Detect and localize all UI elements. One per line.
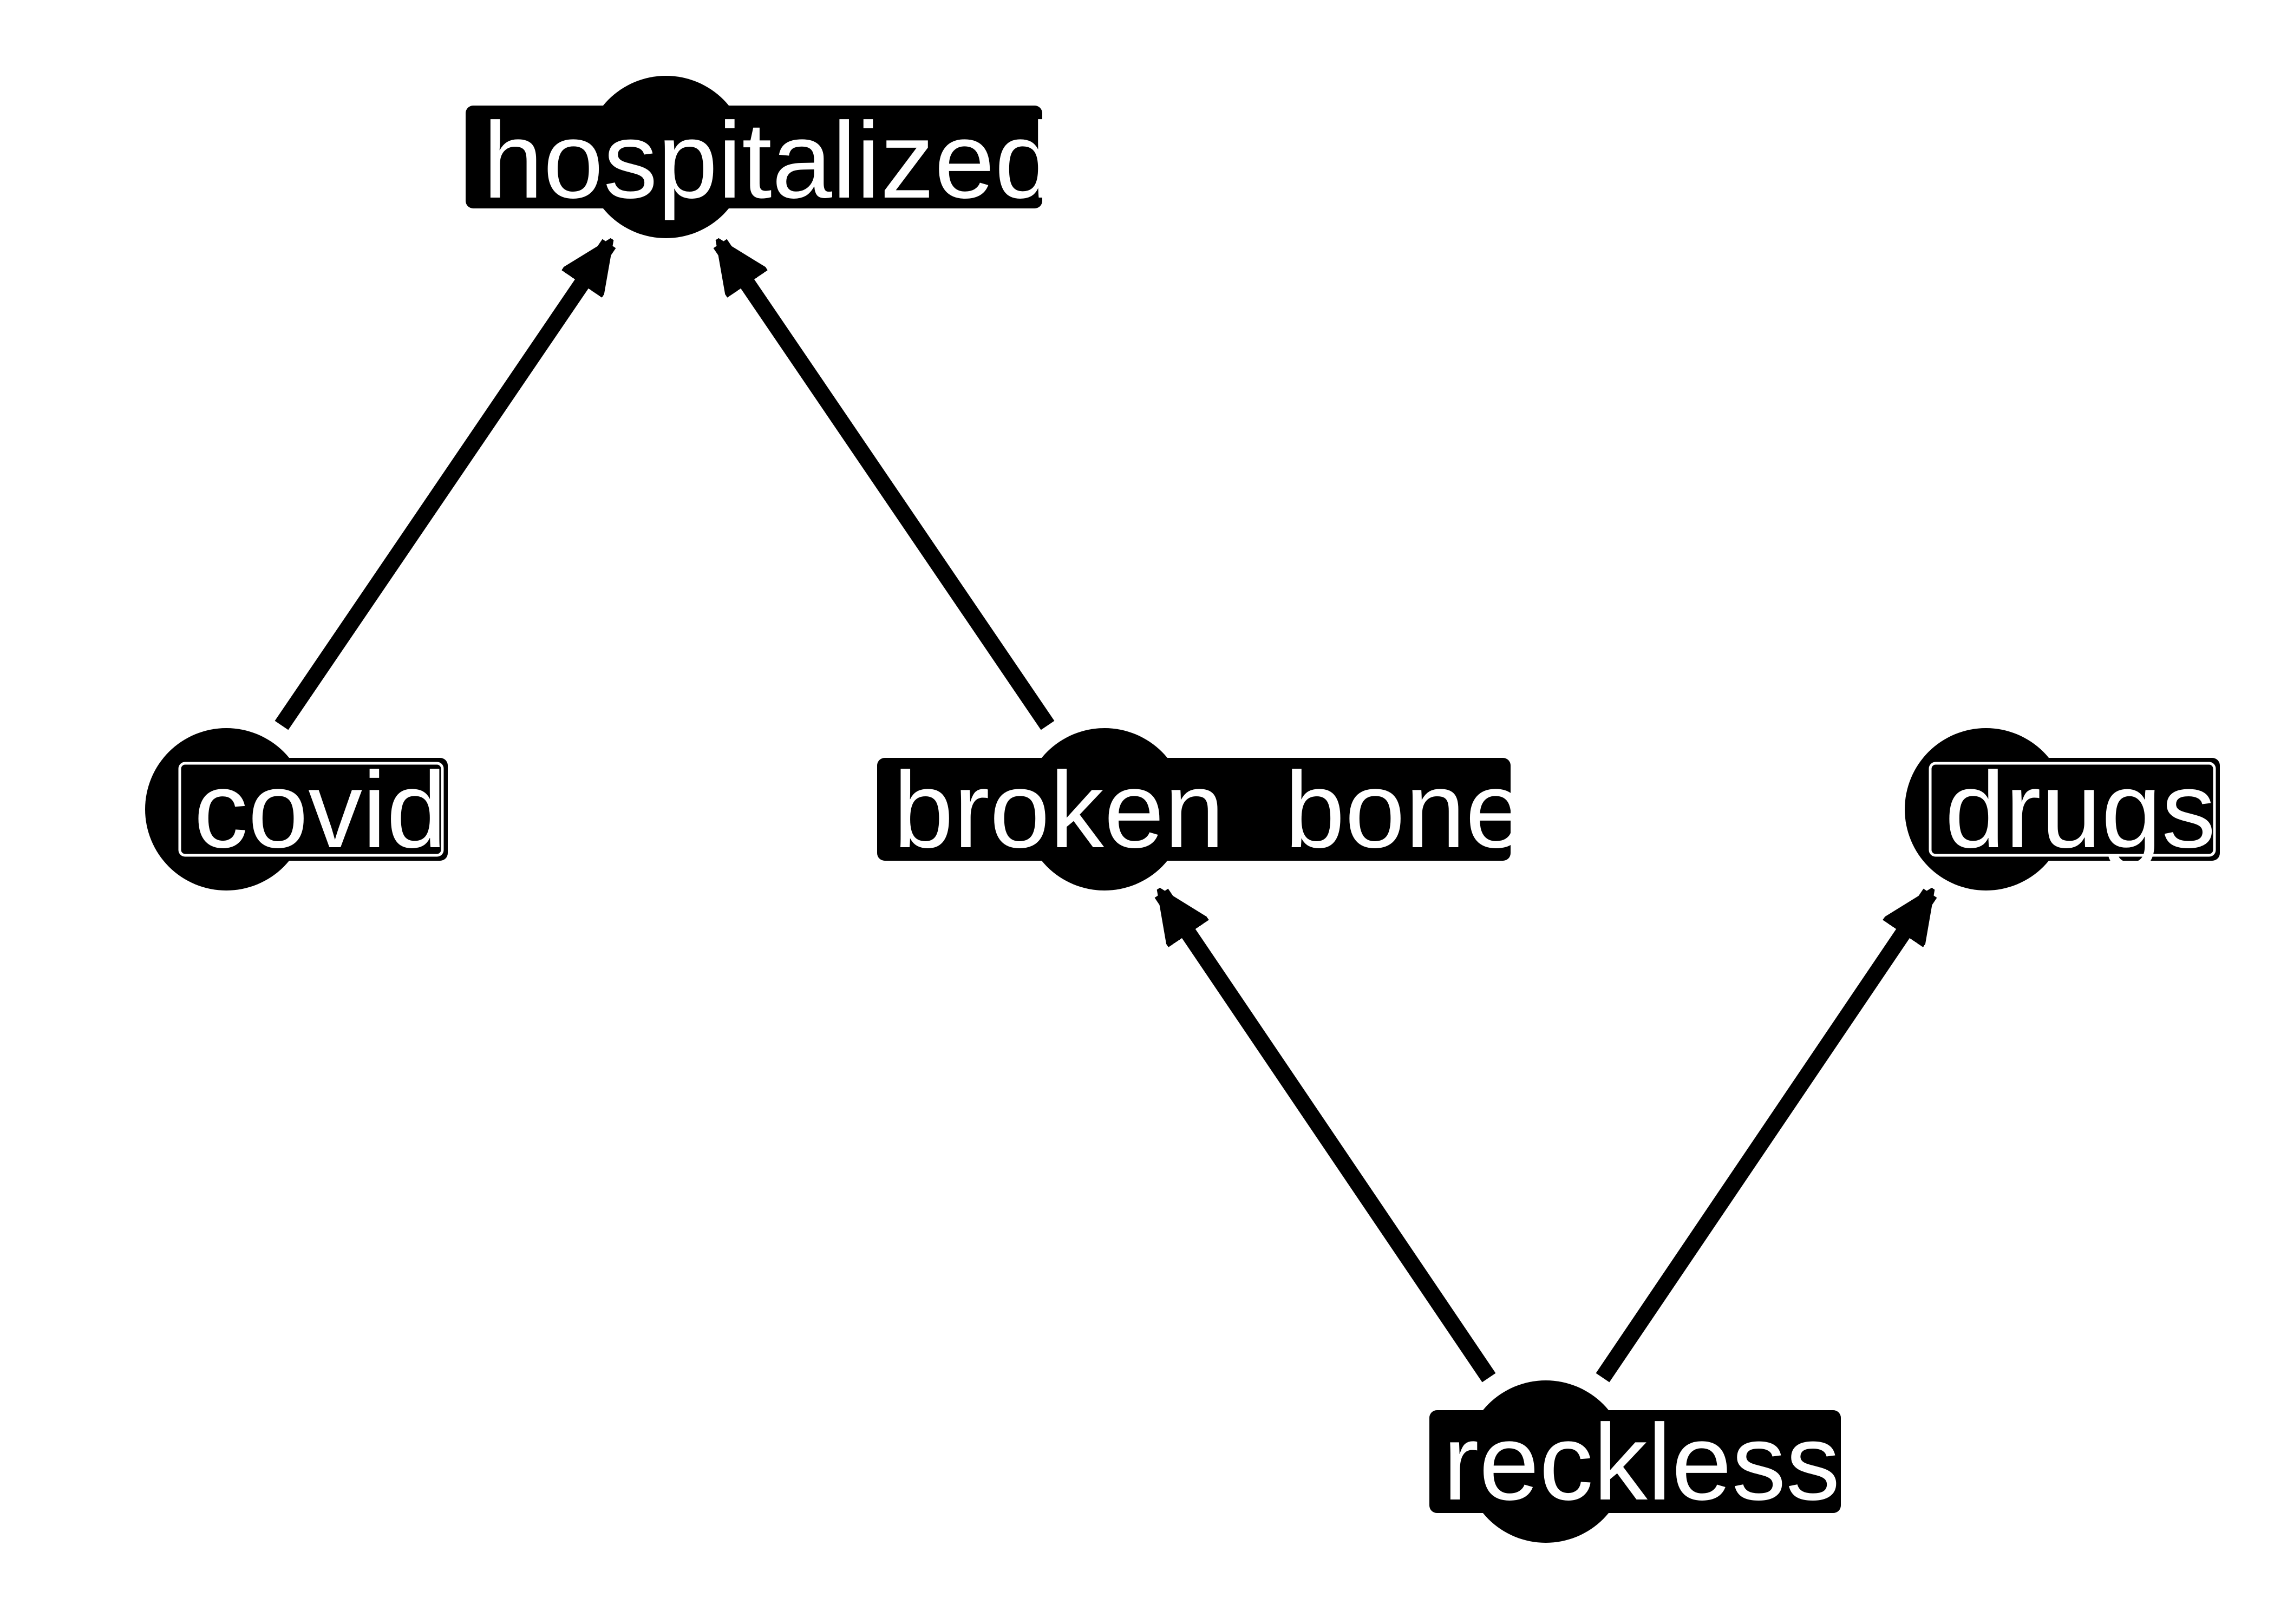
node-label-hospitalized: hospitalized: [483, 100, 1055, 221]
edge-reckless-to-broken-bone: [1154, 893, 1496, 1383]
node-label-inner-border: [1929, 762, 2216, 857]
node-broken-bone: broken_bone: [877, 728, 1526, 890]
node-label-box: [174, 758, 448, 861]
node-label-reckless: reckless: [1443, 1402, 1840, 1523]
node-hospitalized: hospitalized: [466, 76, 1055, 238]
edge-reckless-to-drugs: [1596, 893, 1937, 1383]
edge-broken-bone-to-hospitalized: [713, 244, 1055, 730]
node-label-inner-border: [178, 762, 444, 857]
node-label-covid: covid: [194, 750, 447, 870]
node-label-box: [1925, 758, 2220, 861]
edge-covid-to-hospitalized: [275, 244, 616, 730]
node-drugs: drugs: [1905, 728, 2220, 890]
node-covid: covid: [145, 728, 448, 890]
node-label-box: [1429, 1410, 1841, 1513]
node-label-drugs: drugs: [1945, 750, 2216, 870]
node-label-box: [466, 106, 1042, 208]
edges-layer: [275, 244, 1937, 1383]
node-label-box: [877, 758, 1511, 861]
node-label-broken-bone: broken_bone: [893, 750, 1526, 870]
node-reckless: reckless: [1429, 1380, 1841, 1543]
